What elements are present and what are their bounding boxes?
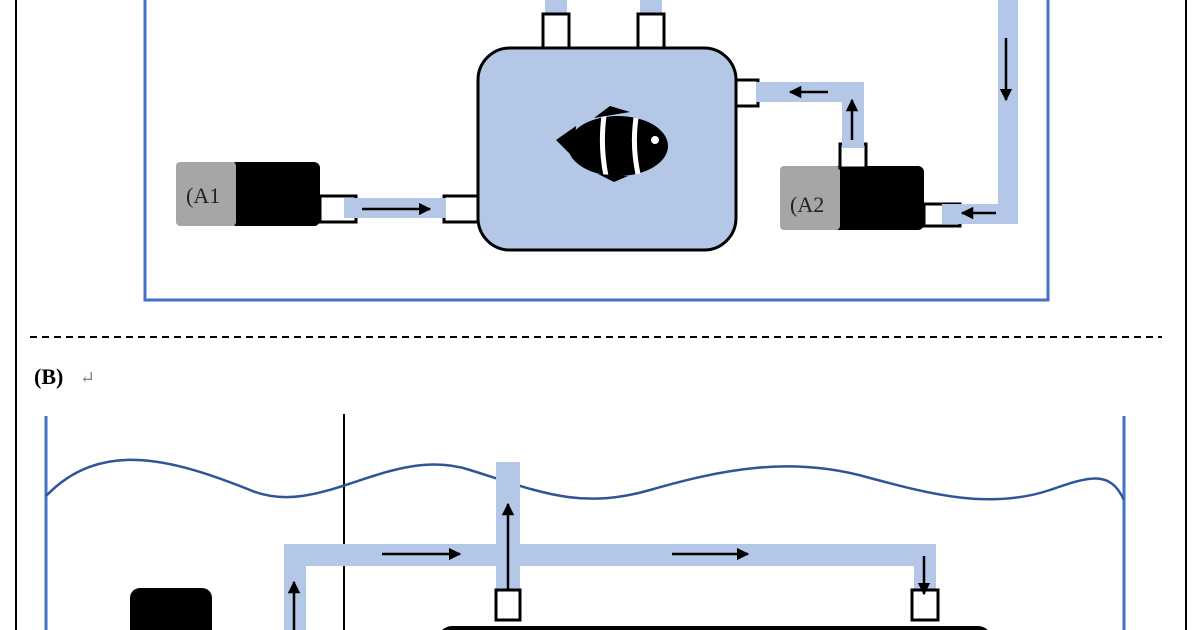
top-pipe-left: [545, 0, 567, 16]
pipe-b-horizontal: [284, 544, 936, 566]
top-fitting-left: [541, 12, 571, 52]
return-pipe-vertical: [998, 0, 1018, 224]
pump-a2-label: (A2: [790, 192, 824, 217]
panel-b-return-mark: ↵: [80, 368, 95, 388]
chamber-right-fitting: [734, 78, 760, 108]
right-fitting: [910, 588, 940, 622]
panel-b-label: (B): [34, 364, 63, 389]
top-pipe-right: [640, 0, 662, 16]
water-surface: [45, 458, 1126, 501]
pump-a2-cap: [780, 166, 840, 230]
center-fitting: [494, 588, 522, 622]
chamber-left-fitting: [442, 194, 480, 224]
panel-a: (A1 (A2: [143, 0, 1050, 302]
pump-a1-cap: [176, 162, 236, 226]
pump-b: [130, 588, 212, 630]
chamber-b-top: [442, 626, 988, 630]
pump-a1-body: [230, 162, 320, 226]
pump-a1-label: (A1: [186, 183, 220, 208]
panel-b: (B) ↵: [34, 364, 1126, 630]
clownfish-icon: [556, 106, 668, 182]
top-fitting-right: [636, 12, 666, 52]
pump-a2-body: [832, 166, 924, 230]
tank-a-outline: [143, 0, 1050, 302]
